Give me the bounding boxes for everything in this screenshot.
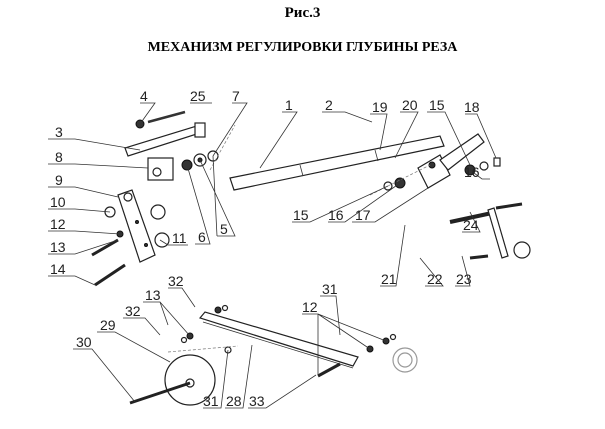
callout-11: 11 (172, 230, 187, 246)
shaft-part-1 (229, 135, 445, 191)
callout-16: 16 (464, 164, 480, 180)
callout-31-lower: 31 (203, 393, 219, 409)
callout-15: 15 (429, 97, 445, 113)
disk-part-29 (129, 354, 216, 406)
callout-12-lower: 12 (302, 299, 318, 315)
crank-part-21 (449, 202, 531, 260)
callout-29: 29 (100, 317, 116, 333)
callout-18: 18 (464, 99, 480, 115)
callout-7: 7 (232, 88, 240, 104)
figure-subtitle: МЕХАНИЗМ РЕГУЛИРОВКИ ГЛУБИНЫ РЕЗА (147, 40, 458, 55)
callout-9: 9 (55, 172, 63, 188)
callout-2: 2 (325, 97, 333, 113)
callout-32-lower: 32 (125, 303, 141, 319)
callout-31: 31 (322, 281, 338, 297)
clamp-part-20 (369, 133, 501, 196)
callout-15-lower: 15 (293, 207, 309, 223)
callout-10: 10 (50, 194, 66, 210)
callout-32: 32 (168, 273, 184, 289)
callout-12: 12 (50, 216, 66, 232)
plate-part-9 (117, 189, 156, 263)
callout-4: 4 (140, 88, 148, 104)
callout-22: 22 (427, 271, 443, 287)
callout-13: 13 (50, 239, 66, 255)
callout-19: 19 (372, 99, 388, 115)
callout-24: 24 (463, 217, 479, 233)
callout-3: 3 (55, 124, 63, 140)
rod-part-28 (167, 304, 418, 378)
callout-25: 25 (190, 88, 206, 104)
block-part-8 (147, 157, 174, 181)
callout-1: 1 (285, 97, 293, 113)
callout-13-lower: 13 (145, 287, 161, 303)
callout-20: 20 (402, 97, 418, 113)
callout-6: 6 (198, 229, 206, 245)
callout-30: 30 (76, 334, 92, 350)
callout-8: 8 (55, 149, 63, 165)
callout-33: 33 (249, 393, 265, 409)
callout-17: 17 (355, 207, 371, 223)
rollers-part-11 (150, 204, 170, 248)
bolts-part-12-13-14 (91, 206, 126, 287)
callout-23: 23 (456, 271, 472, 287)
figure-title: Рис.3 (284, 5, 321, 21)
callout-14: 14 (50, 261, 66, 277)
callout-16-lower: 16 (328, 207, 344, 223)
leader-lines (48, 102, 497, 409)
callout-28: 28 (226, 393, 242, 409)
callout-5: 5 (220, 221, 228, 237)
callout-21: 21 (381, 271, 397, 287)
